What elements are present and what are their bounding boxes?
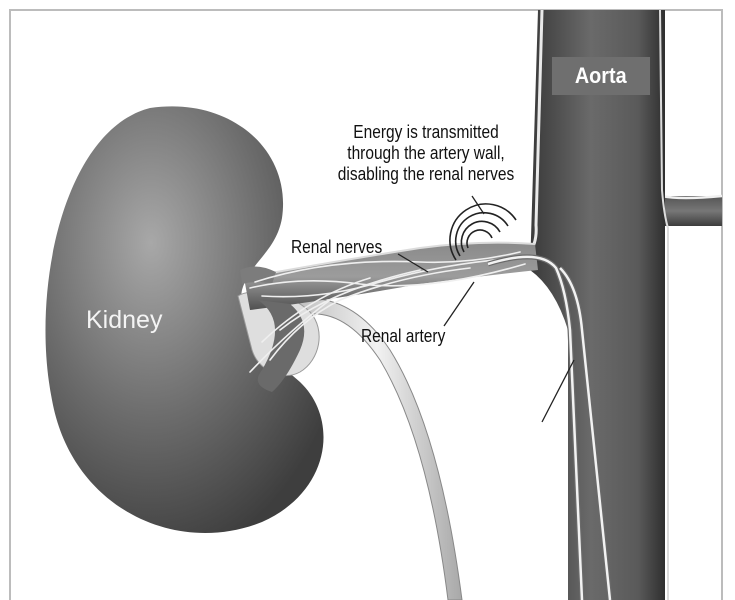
kidney-label: Kidney: [86, 306, 162, 335]
energy-callout-line-1: Energy is transmitted: [306, 122, 547, 143]
aorta-label-badge: Aorta: [552, 57, 650, 95]
renal-nerves-label: Renal nerves: [291, 237, 382, 258]
aorta-label: Aorta: [575, 57, 627, 95]
energy-callout-line-2: through the artery wall,: [306, 143, 547, 164]
aorta-side-branch: [665, 196, 722, 226]
energy-callout-line-3: disabling the renal nerves: [306, 164, 547, 185]
renal-artery-label: Renal artery: [361, 326, 445, 347]
energy-callout: Energy is transmitted through the artery…: [306, 122, 547, 185]
